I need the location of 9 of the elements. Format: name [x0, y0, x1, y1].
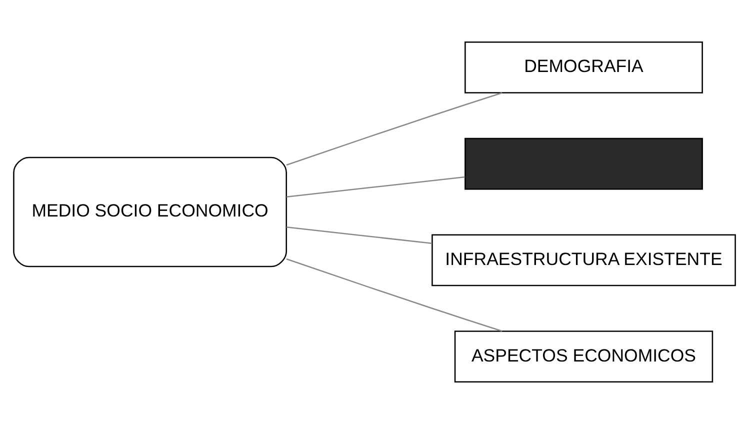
node-box: MEDIO SOCIO ECONOMICO	[13, 156, 287, 267]
node-box: DEMOGRAFIA	[464, 40, 703, 93]
connector	[286, 176, 465, 198]
node-box	[464, 137, 703, 190]
connector	[286, 92, 502, 166]
connector	[286, 226, 432, 244]
node-box: INFRAESTRUCTURA EXISTENTE	[432, 234, 736, 286]
node-box: ASPECTOS ECONOMICOS	[454, 330, 714, 382]
connector	[286, 258, 502, 332]
